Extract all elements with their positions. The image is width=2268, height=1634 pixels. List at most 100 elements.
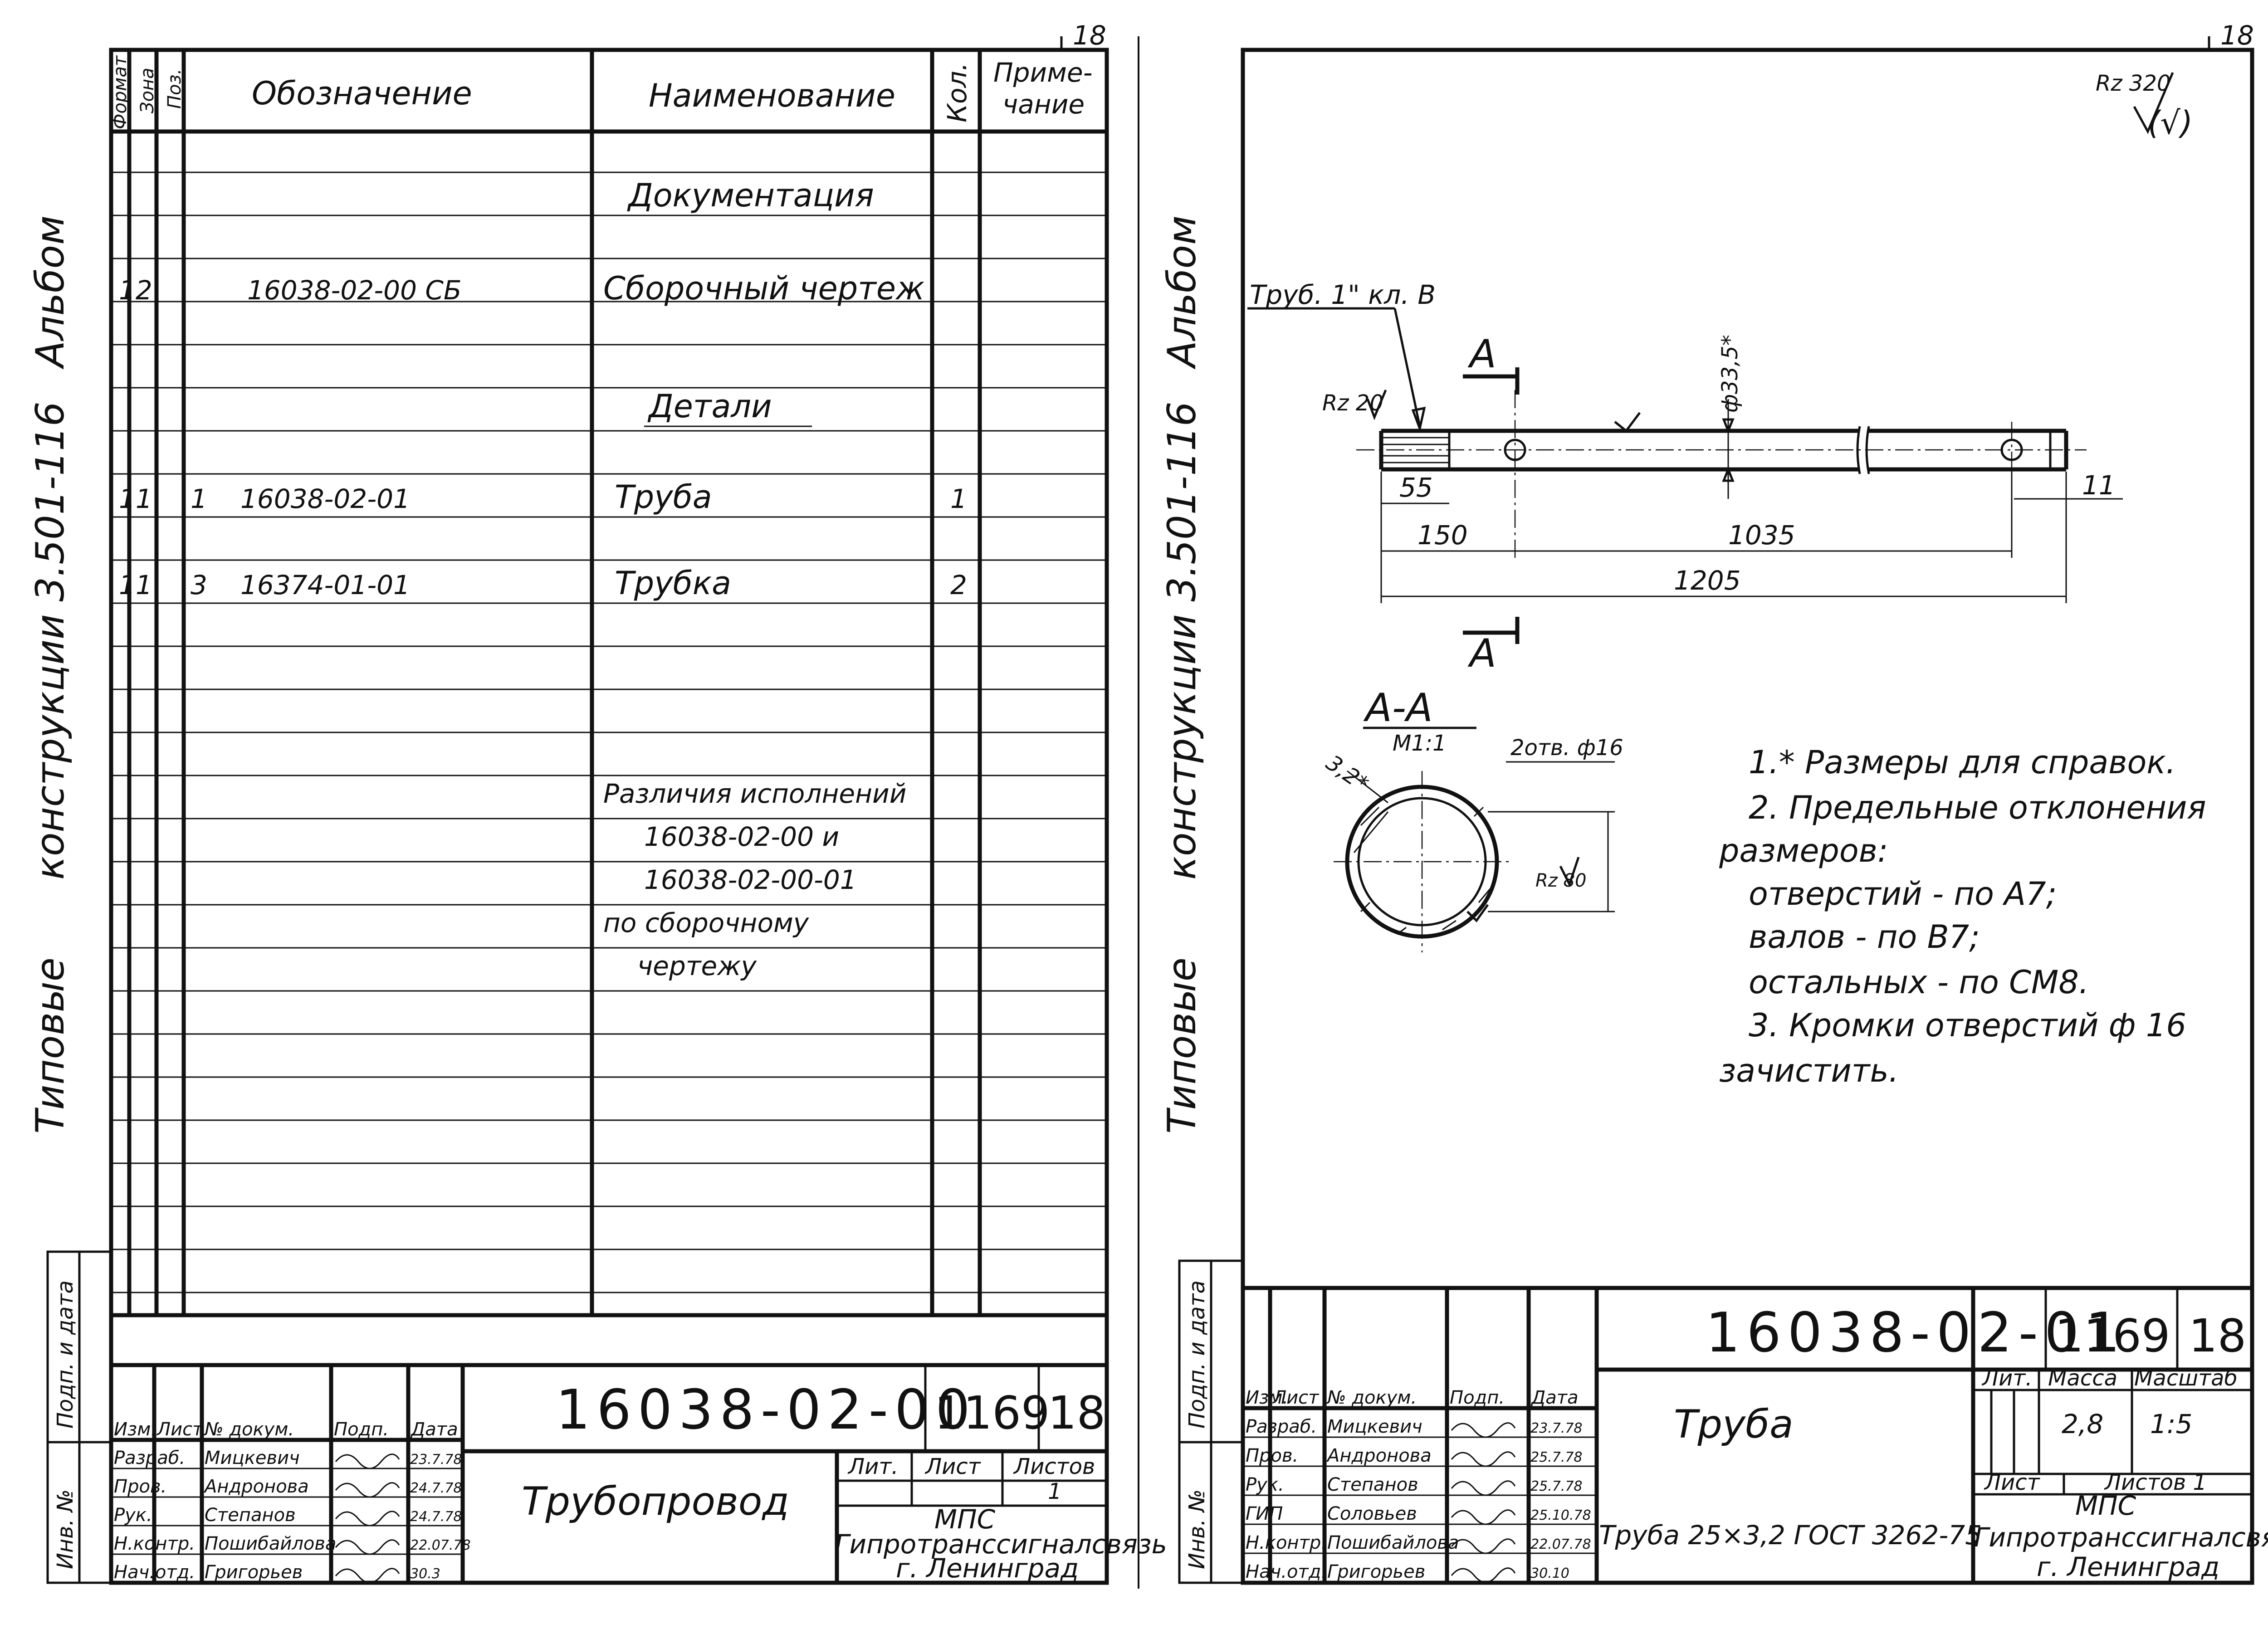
right-stamp-sign-date: Подп. и дата: [1184, 1280, 1210, 1429]
spec-row-name: Труба: [615, 478, 712, 516]
right-tb-signature: [1451, 1451, 1516, 1467]
roughness-symbol-icon: [1366, 390, 1387, 420]
spec-row-designation: 16374-01-01: [240, 570, 410, 600]
spec-header-zone: Зона: [137, 68, 158, 113]
note-line: отверстий - по А7;: [1749, 875, 2057, 912]
right-tb-role: Н.контр.: [1246, 1532, 1327, 1553]
right-sheet: 18 Типовые конструкции 3.501-116 Альбом …: [1159, 20, 2268, 1585]
right-tb-signature: [1451, 1567, 1516, 1583]
right-list-label: Лист: [1984, 1470, 2041, 1495]
holes-label: 2отв. ф16: [1510, 735, 1623, 761]
note-line: размеров:: [1719, 832, 1888, 869]
spec-row-format: 11: [119, 570, 152, 600]
spec-header-pos: Поз.: [164, 68, 185, 109]
spec-header-note-1: Приме-: [993, 57, 1093, 88]
left-tb-signature: [335, 1454, 400, 1469]
right-tb-role: Рук.: [1246, 1474, 1284, 1495]
spec-header-designation: Обозначение: [252, 75, 472, 112]
right-tb-person-name: Мицкевич: [1327, 1416, 1422, 1437]
left-stamp-inv-no: Инв. №: [53, 1489, 78, 1569]
variants-note-line: 16038-02-00-01: [644, 864, 857, 895]
left-tb-col-head: Изм.: [114, 1419, 156, 1440]
left-tb-person-name: Андронова: [203, 1476, 309, 1497]
spec-table: [111, 50, 1107, 1317]
left-sheet-total: 18: [1048, 1386, 1105, 1439]
surface-mark-icon: [1466, 904, 1489, 922]
roughness-symbol-icon: [1559, 857, 1580, 888]
note-line: 2. Предельные отклонения: [1749, 789, 2206, 826]
left-tb-col-head: Подп.: [334, 1419, 389, 1440]
left-tb-signature: [335, 1539, 400, 1555]
dim-1035: 1035: [1728, 520, 1795, 551]
left-tb-role: Н.контр.: [114, 1533, 195, 1554]
left-tb-signature: [335, 1482, 400, 1498]
note-line: валов - по В7;: [1749, 918, 1980, 956]
left-list-label: Лист: [924, 1454, 982, 1479]
right-album-title-2: конструкции 3.501-116: [1159, 401, 1205, 880]
left-album-title-1: Типовые: [28, 957, 73, 1134]
right-tb-col-head: Подп.: [1450, 1387, 1505, 1408]
right-tb-col-head: № докум.: [1326, 1387, 1417, 1408]
dim-1205: 1205: [1674, 565, 1741, 596]
rz80-label: Rz 80: [1535, 870, 1586, 891]
variants-note-line: 16038-02-00 и: [644, 821, 839, 852]
left-code-number: 1169: [934, 1386, 1050, 1439]
spec-row-format: 12: [119, 275, 152, 306]
right-material: Труба 25×3,2 ГОСТ 3262-75: [1599, 1520, 1982, 1551]
left-lit-label: Лит.: [847, 1454, 899, 1479]
spec-header-name: Наименование: [649, 77, 895, 114]
diameter-label: ф33,5*: [1717, 335, 1743, 413]
left-doc-code: 16038-02-00: [556, 1379, 977, 1442]
left-sheet-number: 18: [1073, 20, 1106, 51]
wall-thickness-label: 3,2*: [1321, 750, 1373, 797]
left-org-1: МПС: [934, 1504, 996, 1535]
right-tb-signature: [1451, 1422, 1516, 1438]
left-tb-signature: [335, 1568, 400, 1584]
right-scale-label: Масштаб: [2134, 1366, 2238, 1391]
right-tb-signature: [1451, 1538, 1516, 1554]
right-tb-signature: [1451, 1480, 1516, 1496]
note-line: остальных - по СМ8.: [1749, 964, 2089, 1001]
dim-11: 11: [2082, 470, 2116, 501]
right-tb-col-head: Лист: [1272, 1387, 1320, 1408]
right-tb-date: 25.7.78: [1530, 1449, 1583, 1465]
left-sheet: 18 Типовые конструкции 3.501-116 Альбом …: [28, 20, 1167, 1585]
left-tb-person-name: Пошибайлова: [205, 1533, 336, 1554]
left-tb-role: Разраб.: [114, 1448, 185, 1468]
note-line: 1.* Размеры для справок.: [1749, 744, 2176, 781]
right-org-3: г. Ленинград: [2037, 1551, 2219, 1582]
right-album-title-1: Типовые: [1159, 957, 1205, 1134]
variants-note-line: по сборочному: [603, 907, 809, 938]
left-tb-col-head: № докум.: [204, 1419, 294, 1440]
left-listov-label: Листов: [1013, 1454, 1095, 1479]
right-tb-date: 22.07.78: [1530, 1536, 1591, 1552]
left-tb-col-head: Дата: [410, 1419, 458, 1440]
left-tb-role: Рук.: [114, 1505, 152, 1526]
right-tb-col-head: Дата: [1530, 1387, 1579, 1408]
right-side-stamp: Подп. и дата Инв. №: [1178, 1259, 1244, 1584]
left-tb-date: 24.7.78: [410, 1480, 462, 1496]
right-tb-role: ГИП: [1246, 1503, 1283, 1524]
dim-150: 150: [1418, 520, 1468, 551]
spec-row-qty: 1: [950, 483, 967, 514]
general-roughness-paren: (√): [2148, 104, 2193, 141]
right-tb-person-name: Соловьев: [1327, 1503, 1417, 1524]
variants-note-line: чертежу: [637, 951, 757, 981]
pipe-material-label: Труб. 1" кл. В: [1250, 279, 1436, 310]
spec-header-note-2: чание: [1002, 89, 1085, 120]
spec-row-qty: 2: [950, 570, 967, 600]
rz20-label: Rz 20: [1322, 390, 1383, 416]
right-album-title-3: Альбом: [1159, 215, 1205, 370]
left-tb-role: Нач.отд.: [114, 1562, 195, 1583]
dim-55: 55: [1399, 472, 1433, 503]
roughness-symbol-icon: [2133, 72, 2174, 134]
general-roughness-label: Rz 320: [2096, 71, 2170, 96]
left-org-2: Гипротранссигналсвязь: [835, 1529, 1167, 1560]
right-tb-date: 25.10.78: [1530, 1507, 1591, 1523]
right-mass-label: Масса: [2048, 1366, 2117, 1391]
spec-row-designation: 16038-02-01: [240, 483, 410, 514]
left-tb-person-name: Мицкевич: [205, 1448, 300, 1468]
pipe-side-view: [1356, 390, 2087, 562]
spec-section-heading: Детали: [647, 388, 772, 425]
